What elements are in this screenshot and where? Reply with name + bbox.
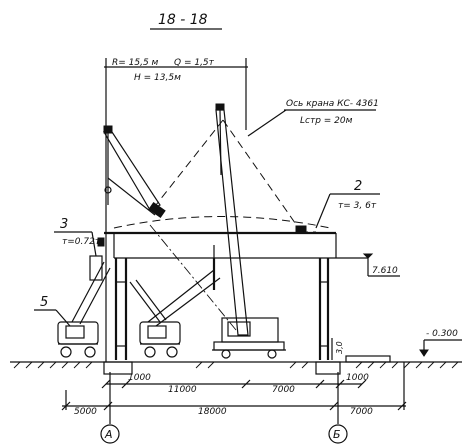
- dim-row1-tick-b: [121, 379, 131, 389]
- left-crane-boom: [102, 131, 161, 211]
- elevation-ground-label: - 0.300: [426, 329, 458, 339]
- axis-b-bubble: [328, 424, 348, 444]
- hoist-cone-right: [222, 119, 301, 231]
- crane-axis-label: Ось крана КС- 4361: [286, 99, 379, 109]
- dim-row1-label-2: 11000: [168, 385, 197, 395]
- crane-2-body: [139, 321, 181, 358]
- crane-load-label: Q = 1,5т: [174, 58, 215, 68]
- axis-a-label: А: [104, 428, 113, 441]
- dim-row1-tick-e: [335, 379, 345, 389]
- dim-row1-label-4: 1000: [346, 373, 369, 383]
- boom-length-label: Lстр = 20м: [300, 116, 353, 126]
- main-crane-body: [212, 317, 286, 359]
- item3-bracket: [97, 237, 105, 247]
- section-title: 18 - 18: [158, 12, 208, 28]
- hoist-cone-left: [151, 119, 224, 211]
- callout-5-number: 5: [40, 295, 48, 310]
- footing-left: [103, 361, 133, 375]
- callout-3-number: 3: [60, 217, 68, 232]
- crane-axis-leader: [247, 109, 287, 137]
- crane5-boom-b: [79, 267, 111, 325]
- callout-3-leader: [91, 231, 97, 257]
- elevation-marker-top: [336, 253, 400, 277]
- dim-row1-tick-a: [101, 379, 111, 389]
- crane-height-label: H = 13,5м: [134, 73, 181, 83]
- dim-row1-tick-c: [241, 379, 251, 389]
- crane2-boom-b: [155, 277, 221, 327]
- roof-panel-marker: [295, 225, 307, 233]
- callout-2-leader: [315, 193, 331, 229]
- dim-row2-label-1: 5000: [74, 407, 97, 417]
- dim-30-label: 3,0: [335, 341, 344, 354]
- column-right-base: [319, 281, 329, 347]
- left-hoisted-panel: [148, 202, 166, 218]
- left-load-sling: [107, 177, 156, 216]
- crane-5-body: [57, 321, 99, 358]
- elevation-marker-ground: [419, 339, 462, 357]
- crane2-boom-a: [147, 269, 215, 323]
- dim-row1-tick-f: [357, 379, 367, 389]
- callout-2-number: 2: [354, 179, 362, 194]
- callout-2-mass: т= 3, 6т: [338, 201, 377, 211]
- column-left-base: [115, 281, 127, 347]
- dim-row2-tick-c: [329, 401, 339, 411]
- dim-row2-tick-b: [103, 401, 113, 411]
- crane2-boom-c: [129, 281, 161, 323]
- callout-3-mass: т=0.72т: [62, 237, 101, 247]
- dim-row2-tick-d: [397, 401, 407, 411]
- callout-5-leader: [55, 309, 71, 327]
- boom-tip: [215, 103, 225, 111]
- left-hook: [104, 186, 112, 194]
- axis-b-label: Б: [333, 428, 341, 441]
- dim-row1-label-3: 7000: [272, 385, 295, 395]
- crane-reach-label: R= 15,5 м: [112, 58, 159, 68]
- boom-pulley-top: [103, 125, 113, 134]
- elevation-top-label: 7.610: [372, 266, 398, 276]
- roof-beam-curve: [113, 216, 331, 229]
- ground-hatching: [13, 361, 459, 369]
- axis-a-bubble: [100, 424, 120, 444]
- crane2-boom-d: [135, 279, 167, 321]
- main-crane-dashdot: [149, 224, 237, 331]
- crane5-boom-a: [71, 261, 105, 323]
- slab-right: [345, 355, 391, 363]
- dim-row2-label-2: 18000: [198, 407, 227, 417]
- dim-row1-label-1: 1000: [128, 373, 151, 383]
- dim-row1-tick-d: [315, 379, 325, 389]
- footing-right: [315, 361, 341, 375]
- dim-row2-label-3: 7000: [350, 407, 373, 417]
- boom-hook-line: [219, 109, 222, 176]
